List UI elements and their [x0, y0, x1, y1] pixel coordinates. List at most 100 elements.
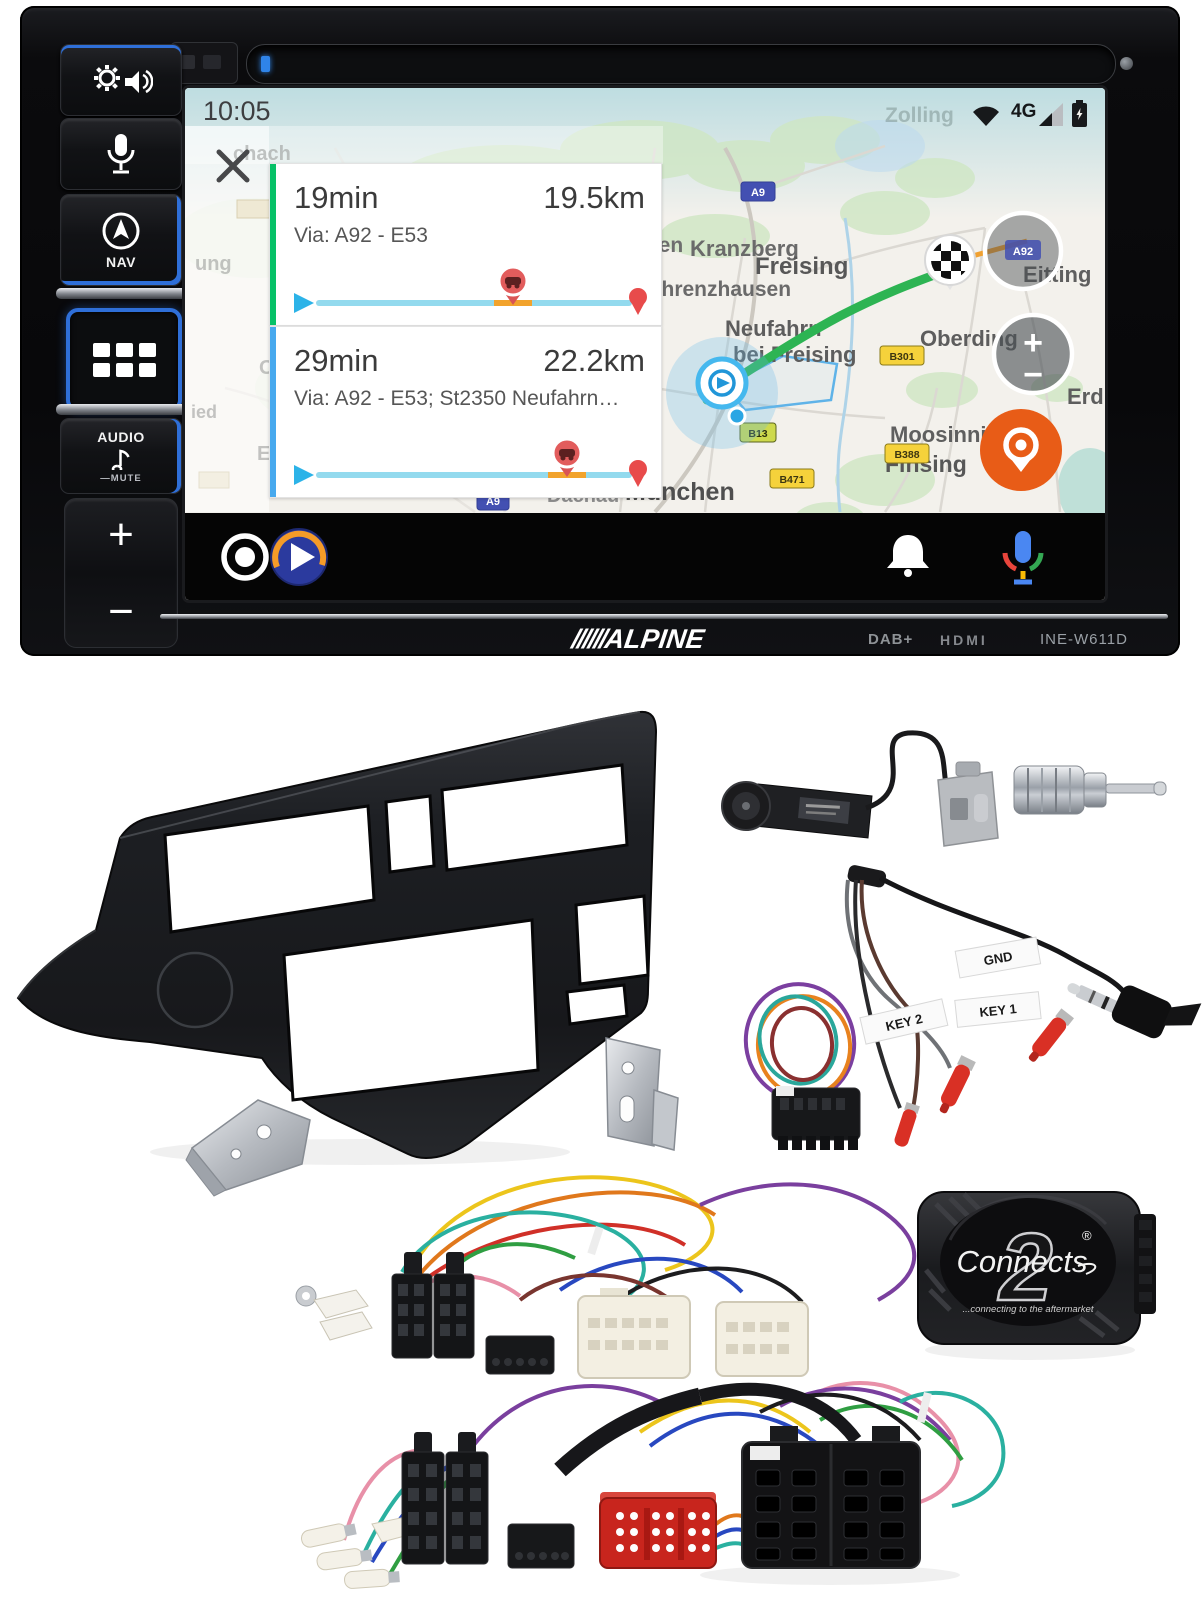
nav-button-label: NAV [105, 253, 137, 270]
micro-plug-8pin [485, 1335, 555, 1375]
svg-text:ung: ung [195, 253, 232, 275]
hdmi-logo: HDMI [940, 632, 988, 648]
disc-slot[interactable] [246, 44, 1116, 84]
voice-button[interactable] [60, 118, 182, 190]
registered-mark: ® [1082, 1228, 1092, 1243]
town-label: Fahrenzhausen [637, 278, 791, 301]
nav-button[interactable]: NAV [60, 194, 182, 286]
disc-slot-led [261, 56, 270, 72]
mini-iso-red-connector [599, 1492, 717, 1569]
route-2-via: Via: A92 - E53; St2350 Neufahrn… [294, 387, 620, 410]
map-road-badges: A9 A9 B301 B388 B471 B13 [476, 181, 930, 511]
route-2-accent [270, 327, 276, 497]
mounting-bracket-right [605, 1037, 679, 1151]
key1-label: KEY 1 [979, 1001, 1018, 1020]
map-town-labels: sen Kranzberg Freising Fahrenzhausen Neu… [547, 234, 1105, 507]
route-1-accent [270, 164, 276, 325]
installation-accessories: GND KEY 1 KEY 2 [16, 710, 1202, 1589]
home-button[interactable] [221, 533, 269, 581]
svg-text:A9: A9 [486, 496, 500, 508]
svg-text:B301: B301 [889, 351, 914, 363]
map-overlay [185, 126, 269, 512]
svg-text:A9: A9 [751, 187, 765, 199]
vehicle-harness-kia [295, 1175, 917, 1379]
faded-map-town: Zolling [885, 104, 954, 127]
chrome-bezel-line [160, 614, 1168, 619]
map-city-boundary [723, 354, 839, 412]
antenna-adapter-gt13 [721, 730, 999, 847]
cable-tie [916, 1392, 932, 1424]
svg-text:B388: B388 [894, 449, 919, 461]
sensor-glyph [203, 55, 221, 69]
bezel-screw [1120, 57, 1133, 70]
iso-connector-pair [391, 1252, 475, 1359]
kia-white-connector-2 [715, 1301, 809, 1377]
route-1-progress [294, 265, 647, 315]
route-options-panel: 19min 19.5km Via: A92 - E53 [269, 163, 662, 498]
zoom-in-label: + [1023, 324, 1043, 362]
home-apps-button[interactable] [66, 308, 182, 412]
volume-rocker[interactable]: + − [64, 498, 178, 648]
close-icon[interactable] [213, 146, 253, 186]
media-app-icon[interactable] [270, 528, 328, 586]
route-1-via: Via: A92 - E53 [294, 224, 428, 247]
trim-side-cutout-large [574, 894, 650, 986]
wifi-icon [973, 106, 999, 126]
volume-up-label[interactable]: + [108, 510, 134, 559]
volume-down-label[interactable]: − [108, 587, 134, 636]
connects2-interface-box: 2 Connects ® ...connecting to the afterm… [917, 1191, 1156, 1345]
battery-charging-icon [1072, 100, 1087, 127]
connects2-number: 2 [997, 1214, 1052, 1321]
svg-text:ied: ied [191, 402, 217, 422]
map-green-area [1058, 448, 1105, 528]
mute-label: —MUTE [100, 472, 142, 484]
connects2-script: Connects [957, 1244, 1088, 1279]
head-unit-body: NAV AUDIO —MUTE + − [20, 6, 1180, 656]
recenter-button[interactable] [980, 409, 1062, 491]
trim-right-vent-cutout [440, 763, 629, 872]
trim-blank-switch-circle [156, 951, 234, 1029]
micro-plug-2 [507, 1523, 575, 1569]
town-label: Kranzberg [690, 236, 799, 261]
map-river [836, 217, 855, 513]
settings-volume-button[interactable] [60, 44, 182, 116]
red-bullet-connectors [894, 1008, 1074, 1147]
cable-tie [587, 1225, 604, 1256]
spade-terminal [313, 1289, 369, 1319]
gnd-label: GND [983, 949, 1014, 969]
zoom-control[interactable]: + − [991, 312, 1075, 396]
current-location-marker [666, 337, 778, 449]
voice-assistant-mic-icon[interactable] [1002, 531, 1044, 585]
notification-bell-icon[interactable] [887, 535, 929, 577]
iso-connector-pair-2 [401, 1432, 489, 1565]
svg-text:B471: B471 [779, 474, 804, 486]
audio-mute-button[interactable]: AUDIO —MUTE [60, 418, 182, 494]
bullet-terminals [300, 1515, 421, 1589]
swc-patch-lead: GND KEY 1 KEY 2 [743, 865, 1202, 1150]
route-option-1[interactable]: 19min 19.5km Via: A92 - E53 [269, 163, 662, 326]
clock: 10:05 [203, 96, 271, 126]
iso-t-harness [300, 1381, 1006, 1589]
trim-side-cutout-small [565, 983, 629, 1026]
route-2-progress [294, 437, 647, 487]
music-note-icon [111, 449, 130, 470]
brand-logo: //////ALPINE [569, 624, 707, 654]
map-compass-speed-circle[interactable]: A92 [982, 210, 1064, 292]
touch-screen[interactable]: sen Kranzberg Freising Fahrenzhausen Neu… [185, 88, 1105, 600]
svg-text:B13: B13 [748, 428, 767, 440]
jack-3_5mm [1067, 983, 1202, 1039]
chrome-divider [56, 404, 206, 415]
model-number: INE-W611D [1040, 631, 1128, 648]
android-auto-app-bar [185, 513, 1105, 600]
town-label: Erding [1067, 384, 1105, 409]
mounting-bracket-left [185, 1099, 311, 1197]
app-grid-icon [92, 343, 156, 377]
route-option-2[interactable]: 29min 22.2km Via: A92 - E53; St2350 Neuf… [269, 326, 662, 498]
spade-terminal [319, 1311, 373, 1341]
route-1-distance: 19.5km [543, 180, 645, 215]
kia-white-connector-1 [577, 1288, 691, 1379]
audio-button-label: AUDIO [97, 428, 145, 445]
svg-text:chach: chach [233, 143, 291, 165]
wire-loom [554, 1387, 702, 1477]
